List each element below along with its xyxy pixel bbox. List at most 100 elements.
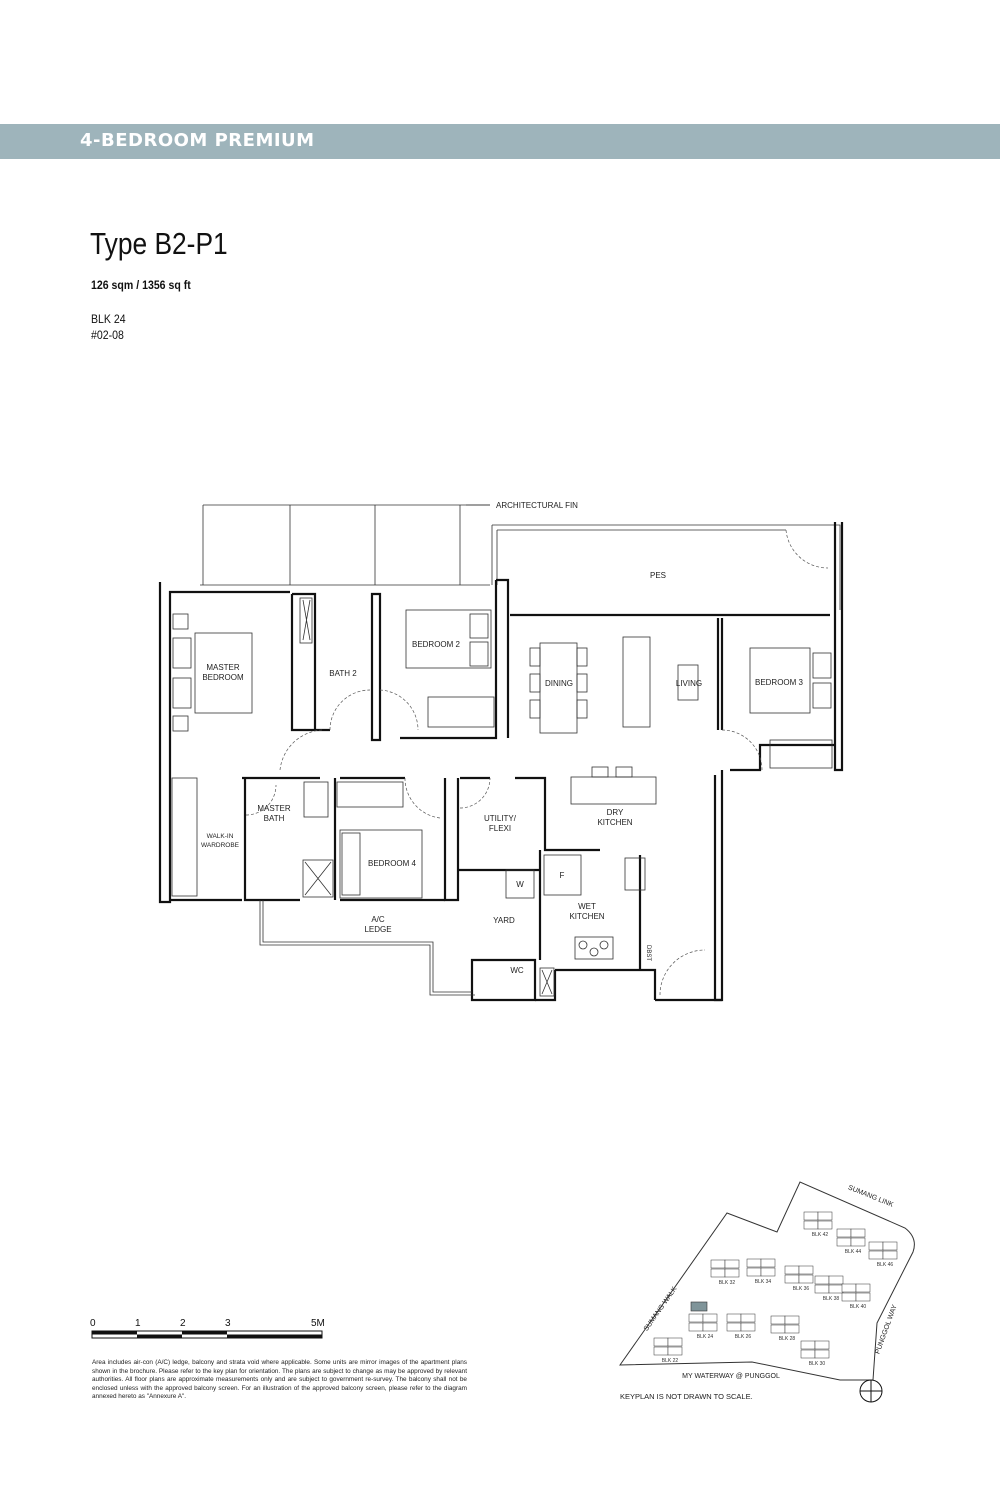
keyplan-building <box>855 1292 871 1302</box>
keyplan-block-label: BLK 46 <box>877 1262 894 1268</box>
header-band: 4-BEDROOM PREMIUM <box>0 124 1000 159</box>
unit-location: BLK 24 #02-08 <box>91 311 126 343</box>
keyplan-building <box>836 1228 852 1238</box>
keyplan-building <box>798 1274 814 1284</box>
label-dining: DINING <box>545 679 573 688</box>
keyplan-building <box>798 1265 814 1275</box>
walls <box>158 522 844 1002</box>
keyplan-building <box>784 1265 800 1275</box>
keyplan-building <box>850 1237 866 1247</box>
keyplan-block-label: BLK 44 <box>845 1249 862 1255</box>
keyplan-building <box>882 1250 898 1260</box>
label-utility-flexi: UTILITY/FLEXI <box>484 814 517 833</box>
keyplan-building <box>868 1241 884 1251</box>
keyplan-building <box>841 1292 857 1302</box>
keyplan-block-label: BLK 32 <box>719 1280 736 1286</box>
scale-label: 5M <box>311 1318 325 1329</box>
architectural-fin <box>200 504 490 586</box>
keyplan-building <box>710 1268 726 1278</box>
keyplan-building <box>828 1284 844 1294</box>
keyplan-building <box>850 1228 866 1238</box>
label-dbst: DBST <box>645 945 651 961</box>
label-bath-2: BATH 2 <box>329 669 357 678</box>
keyplan-building <box>702 1313 718 1323</box>
keyplan-building <box>800 1340 816 1350</box>
keyplan-building <box>688 1313 704 1323</box>
keyplan-building <box>803 1220 819 1230</box>
keyplan-building <box>855 1283 871 1293</box>
block-number: BLK 24 <box>91 312 126 326</box>
label-bedroom-4: BEDROOM 4 <box>368 859 417 868</box>
keyplan-building <box>784 1315 800 1325</box>
keyplan-building <box>803 1211 819 1221</box>
keyplan-building <box>740 1322 756 1332</box>
pes-area <box>491 524 841 610</box>
scale-label: 0 <box>90 1318 96 1329</box>
keyplan-buildings <box>653 1211 898 1359</box>
unit-category-title: 4-BEDROOM PREMIUM <box>80 130 315 151</box>
keyplan-building <box>868 1250 884 1260</box>
keyplan-building <box>702 1322 718 1332</box>
keyplan-block-label: BLK 42 <box>812 1232 829 1238</box>
unit-type-title: Type B2-P1 <box>90 226 228 261</box>
scale-label: 2 <box>180 1318 186 1329</box>
keyplan-building <box>784 1274 800 1284</box>
keyplan: BLK 42 BLK 44 BLK 46 BLK 32 BLK 34 BLK 36 BLK … <box>619 1181 915 1403</box>
keyplan-building <box>784 1324 800 1334</box>
unit-number: #02-08 <box>91 328 124 342</box>
highlight-unit-marker <box>690 1301 708 1312</box>
keyplan-block-label: BLK 36 <box>793 1286 810 1292</box>
keyplan-building <box>653 1337 669 1347</box>
keyplan-building <box>814 1275 830 1285</box>
keyplan-block-label: BLK 38 <box>823 1296 840 1302</box>
keyplan-block-label: BLK 22 <box>662 1358 679 1364</box>
keyplan-building <box>746 1267 762 1277</box>
label-architectural-fin: ARCHITECTURAL FIN <box>496 501 578 510</box>
keyplan-building <box>800 1349 816 1359</box>
keyplan-building <box>710 1259 726 1269</box>
keyplan-building <box>817 1211 833 1221</box>
keyplan-building <box>653 1346 669 1356</box>
furniture <box>171 597 833 997</box>
label-living: LIVING <box>676 679 702 688</box>
keyplan-block-label: BLK 40 <box>850 1304 867 1310</box>
keyplan-building <box>726 1322 742 1332</box>
road-my-waterway: MY WATERWAY @ PUNGGOL <box>682 1373 780 1380</box>
keyplan-note: KEYPLAN IS NOT DRAWN TO SCALE. <box>620 1392 753 1401</box>
scale-label: 1 <box>135 1318 141 1329</box>
keyplan-building <box>667 1337 683 1347</box>
keyplan-building <box>814 1340 830 1350</box>
label-yard: YARD <box>493 916 515 925</box>
keyplan-building <box>770 1315 786 1325</box>
north-compass-icon <box>859 1379 883 1403</box>
keyplan-building <box>828 1275 844 1285</box>
keyplan-building <box>746 1258 762 1268</box>
keyplan-building <box>726 1313 742 1323</box>
label-wc: WC <box>510 966 524 975</box>
keyplan-building <box>814 1284 830 1294</box>
label-bedroom-3: BEDROOM 3 <box>755 678 804 687</box>
road-sumang-walk: SUMANG WALK <box>643 1285 679 1332</box>
keyplan-block-label: BLK 24 <box>697 1334 714 1340</box>
keyplan-building <box>724 1268 740 1278</box>
door-swings <box>245 689 763 996</box>
keyplan-block-label: BLK 34 <box>755 1279 772 1285</box>
label-pes: PES <box>650 571 666 580</box>
keyplan-building <box>817 1220 833 1230</box>
keyplan-building <box>841 1283 857 1293</box>
label-fridge: F <box>560 871 565 880</box>
keyplan-building <box>760 1258 776 1268</box>
keyplan-block-label: BLK 28 <box>779 1336 796 1342</box>
disclaimer-text: Area includes air-con (A/C) ledge, balco… <box>92 1359 467 1401</box>
keyplan-building <box>836 1237 852 1247</box>
keyplan-block-label: BLK 30 <box>809 1361 826 1367</box>
keyplan-building <box>740 1313 756 1323</box>
keyplan-building <box>688 1322 704 1332</box>
